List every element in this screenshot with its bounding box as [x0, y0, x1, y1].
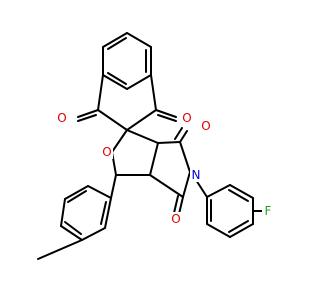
atom-labels: O O O O O N F [56, 111, 274, 226]
oxygen-label: O [102, 145, 111, 159]
atom-o-imide-top: O [200, 119, 212, 133]
oxygen-label: O [201, 119, 210, 133]
oxygen-label: O [57, 111, 66, 125]
oxygen-label: O [171, 212, 180, 226]
atom-n-imide: N [190, 168, 202, 182]
oxygen-label: O [182, 111, 191, 125]
atom-o-imide-bottom: O [170, 212, 182, 226]
nitrogen-label: N [192, 168, 201, 182]
bond-lines [37, 32, 264, 260]
atom-f-fluoro: F [262, 204, 274, 218]
fluorine-label: F [265, 204, 272, 218]
atom-o-ketone-left: O [56, 111, 68, 125]
atom-o-ketone-right: O [181, 111, 193, 125]
atom-o-ring-ether: O [101, 145, 113, 159]
chemical-structure-diagram: O O O O O N F [37, 32, 274, 260]
